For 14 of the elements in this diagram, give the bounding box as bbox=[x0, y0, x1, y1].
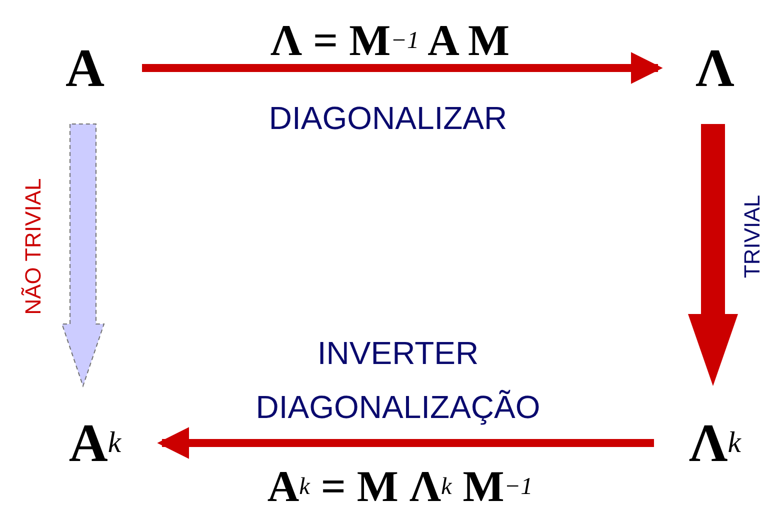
formula: Λ = M$^{−1}$ A M bbox=[269, 15, 510, 67]
math-symbol: Λ$^{k}$ bbox=[689, 416, 741, 470]
arrow bbox=[142, 52, 663, 84]
math-symbol: A$^{k}$ bbox=[68, 416, 122, 470]
math-symbol: A bbox=[66, 41, 104, 95]
arrow bbox=[688, 124, 738, 386]
arrow bbox=[61, 124, 105, 388]
math-symbol: Λ bbox=[696, 41, 734, 95]
edge-label: TRIVIAL bbox=[738, 194, 766, 280]
text-label: DIAGONALIZAR bbox=[268, 99, 508, 138]
arrow bbox=[157, 427, 654, 459]
edge-label: NÃO TRIVIAL bbox=[20, 177, 46, 317]
edge-label: INVERTER DIAGONALIZAÇÃO bbox=[254, 334, 542, 428]
formula: A$^{k}$ = M Λ$^{k}$ M$^{−1}$ bbox=[266, 461, 534, 508]
